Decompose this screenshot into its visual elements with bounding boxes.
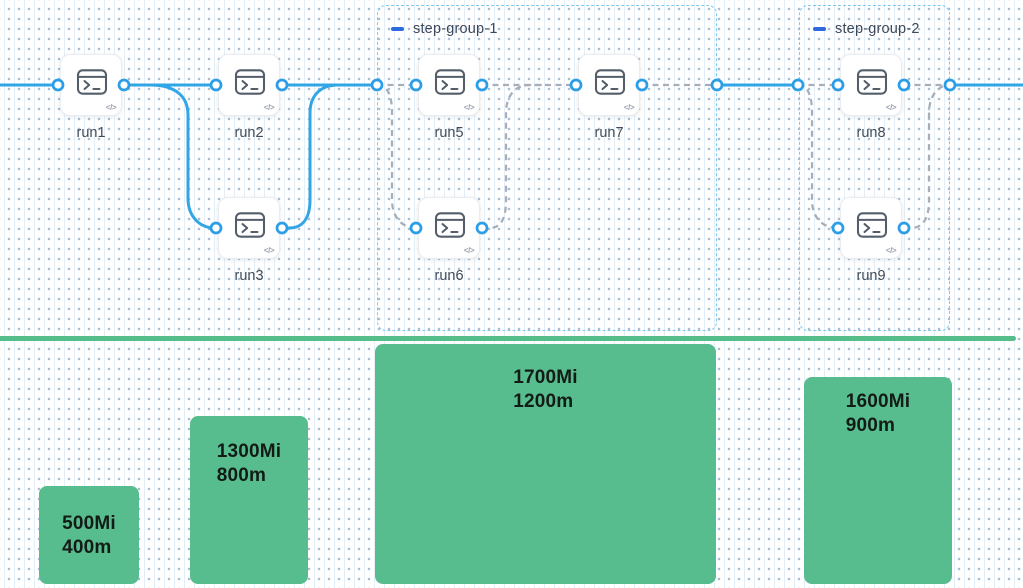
- terminal-icon: [434, 69, 466, 95]
- code-icon: </>: [885, 246, 897, 255]
- port-run2-out[interactable]: [275, 78, 289, 92]
- step-group-1-header: step-group-1: [391, 21, 498, 37]
- port-group1-in[interactable]: [370, 78, 384, 92]
- resource-bar-step-group-2: 1600Mi 900m: [804, 377, 952, 584]
- resource-bar-label: 1700Mi 1200m: [513, 367, 578, 413]
- separator-line: [0, 336, 1016, 341]
- node-label: run2: [234, 125, 264, 141]
- code-icon: </>: [263, 103, 275, 112]
- minus-icon[interactable]: [391, 27, 404, 31]
- port-run7-in[interactable]: [569, 78, 583, 92]
- code-icon: </>: [463, 103, 475, 112]
- terminal-icon: [856, 212, 888, 238]
- edge-run1-run3: [122, 83, 218, 230]
- node-run3[interactable]: </>: [218, 197, 280, 259]
- terminal-icon: [594, 69, 626, 95]
- terminal-icon: [76, 69, 108, 95]
- terminal-icon: [434, 212, 466, 238]
- port-run1-in[interactable]: [51, 78, 65, 92]
- code-icon: </>: [623, 103, 635, 112]
- node-label: run3: [234, 268, 264, 284]
- step-group-2-header: step-group-2: [813, 21, 920, 37]
- port-run3-out[interactable]: [275, 221, 289, 235]
- ports: [51, 78, 957, 235]
- resource-bar-label: 1300Mi 800m: [216, 441, 282, 487]
- resource-bar-label: 1600Mi 900m: [845, 391, 911, 437]
- port-run6-out[interactable]: [475, 221, 489, 235]
- port-run7-out[interactable]: [635, 78, 649, 92]
- port-group1-out[interactable]: [710, 78, 724, 92]
- code-icon: </>: [885, 103, 897, 112]
- terminal-icon: [234, 212, 266, 238]
- resource-bar-run2-run3: 1300Mi 800m: [190, 416, 308, 584]
- resource-bar-step-group-1: 1700Mi 1200m: [375, 344, 716, 584]
- node-label: run7: [594, 125, 624, 141]
- port-run9-out[interactable]: [897, 221, 911, 235]
- port-group2-out[interactable]: [943, 78, 957, 92]
- node-label: run1: [76, 125, 106, 141]
- port-group2-in[interactable]: [791, 78, 805, 92]
- node-label: run6: [434, 268, 464, 284]
- node-run9[interactable]: </>: [840, 197, 902, 259]
- node-run8[interactable]: </>: [840, 54, 902, 116]
- port-run9-in[interactable]: [831, 221, 845, 235]
- code-icon: </>: [105, 103, 117, 112]
- node-label: run8: [856, 125, 886, 141]
- port-run5-in[interactable]: [409, 78, 423, 92]
- resource-bar-run1: 500Mi 400m: [39, 486, 139, 584]
- port-run3-in[interactable]: [209, 221, 223, 235]
- node-run5[interactable]: </>: [418, 54, 480, 116]
- port-run8-in[interactable]: [831, 78, 845, 92]
- node-run1[interactable]: </>: [60, 54, 122, 116]
- resource-bar-label: 500Mi 400m: [62, 513, 116, 559]
- node-run6[interactable]: </>: [418, 197, 480, 259]
- port-run8-out[interactable]: [897, 78, 911, 92]
- group-label: step-group-1: [413, 21, 498, 37]
- terminal-icon: [234, 69, 266, 95]
- minus-icon[interactable]: [813, 27, 826, 31]
- node-label: run5: [434, 125, 464, 141]
- port-run6-in[interactable]: [409, 221, 423, 235]
- node-run7[interactable]: </>: [578, 54, 640, 116]
- port-run5-out[interactable]: [475, 78, 489, 92]
- code-icon: </>: [263, 246, 275, 255]
- edge-run3-group1: [280, 83, 378, 230]
- code-icon: </>: [463, 246, 475, 255]
- port-run2-in[interactable]: [209, 78, 223, 92]
- node-label: run9: [856, 268, 886, 284]
- node-run2[interactable]: </>: [218, 54, 280, 116]
- group-label: step-group-2: [835, 21, 920, 37]
- port-run1-out[interactable]: [117, 78, 131, 92]
- terminal-icon: [856, 69, 888, 95]
